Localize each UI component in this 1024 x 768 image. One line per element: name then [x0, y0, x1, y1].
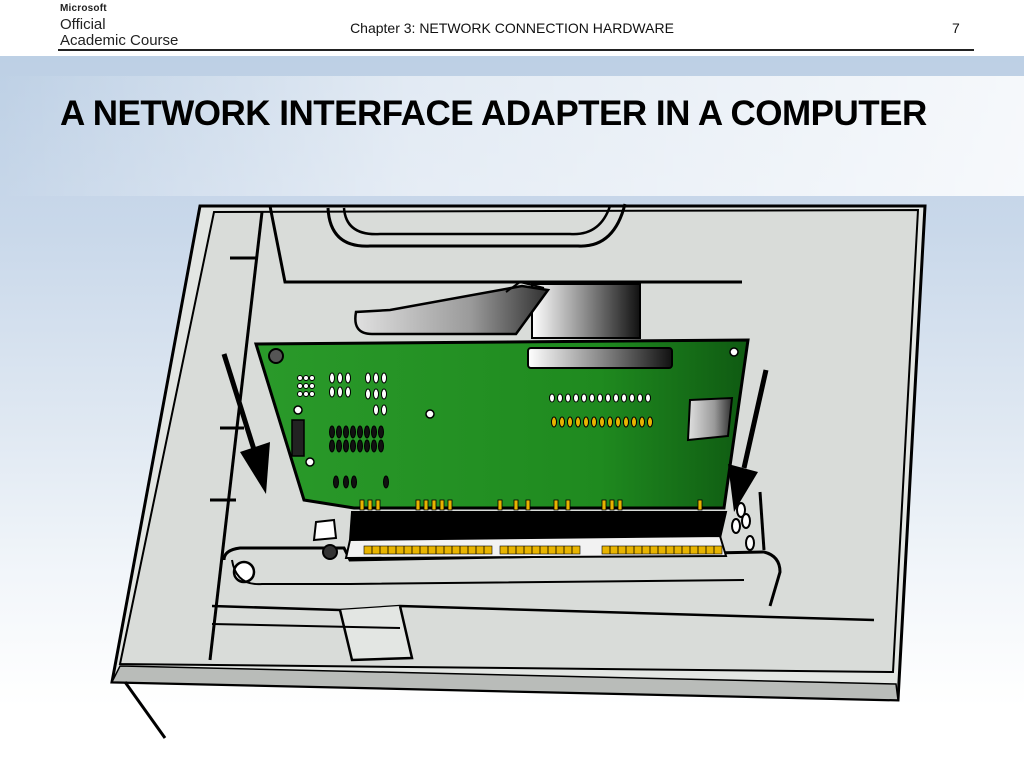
network-interface-card [253, 338, 750, 511]
logo-brand: Microsoft [60, 3, 107, 14]
header-divider [58, 49, 974, 51]
page-number: 7 [952, 20, 960, 36]
insertion-arrow-right [728, 369, 769, 512]
board-components [297, 372, 703, 511]
microsoft-oac-logo: Microsoft Official Academic Course [60, 3, 179, 49]
logo-line-1: Official [60, 16, 106, 33]
insertion-arrow-left [221, 353, 270, 494]
chapter-title: Chapter 3: NETWORK CONNECTION HARDWARE [350, 20, 674, 36]
logo-line-2: Academic Course [60, 32, 179, 49]
title-band [0, 76, 1024, 196]
slide-title: A NETWORK INTERFACE ADAPTER IN A COMPUTE… [60, 94, 927, 133]
slide-header: Microsoft Official Academic Course Chapt… [0, 0, 1024, 56]
expansion-slot [344, 511, 728, 560]
